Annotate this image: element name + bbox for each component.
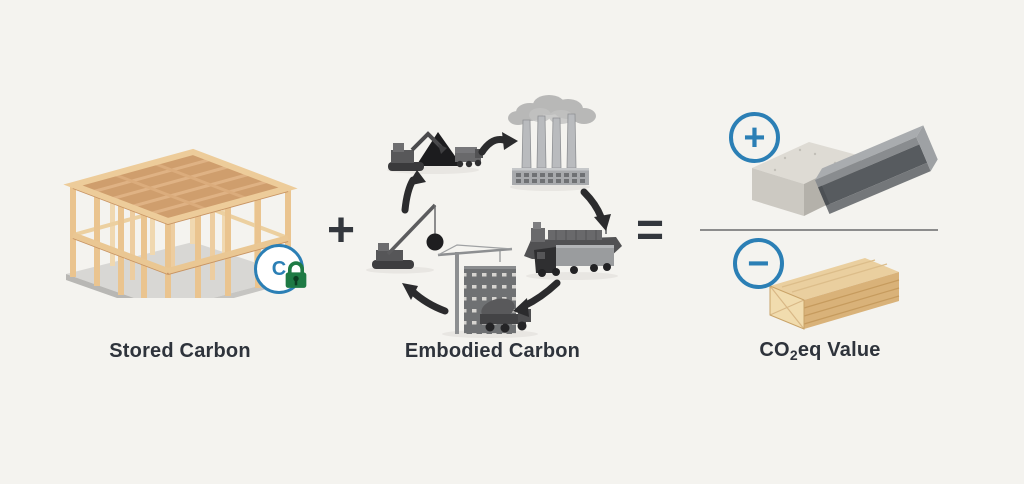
cycle-arrowheads [402,132,611,317]
embodied-carbon-cycle [366,95,622,338]
embodied-carbon-label: Embodied Carbon [404,340,581,362]
extraction-excavator-icon [388,131,483,171]
steel-ibeam-icon [815,125,938,215]
minus-circle-icon: − [733,238,784,289]
fraction-divider-line [700,229,938,231]
plus-circle-glyph: + [743,116,766,159]
construction-crane-building-icon [437,244,531,334]
carbon-badge-letter: C [271,257,287,280]
plus-circle-icon: + [729,112,780,163]
factory-smokestacks-icon [508,95,596,185]
equals-operator: = [635,204,665,257]
plus-operator: + [326,204,356,257]
minus-circle-glyph: − [747,242,770,285]
co2eq-value-label: CO2eq Value [702,339,938,363]
co2eq-prefix: CO [759,339,790,361]
demolition-wrecking-ball-icon [372,203,444,269]
stored-carbon-label: Stored Carbon [109,340,251,362]
concrete-and-steel-group [752,125,938,216]
co2eq-subscript: 2 [789,347,798,363]
co2eq-suffix: eq Value [797,339,881,361]
lock-icon [285,261,307,288]
transport-ship-truck-icon [524,221,622,277]
timber-beam-icon [769,258,900,330]
